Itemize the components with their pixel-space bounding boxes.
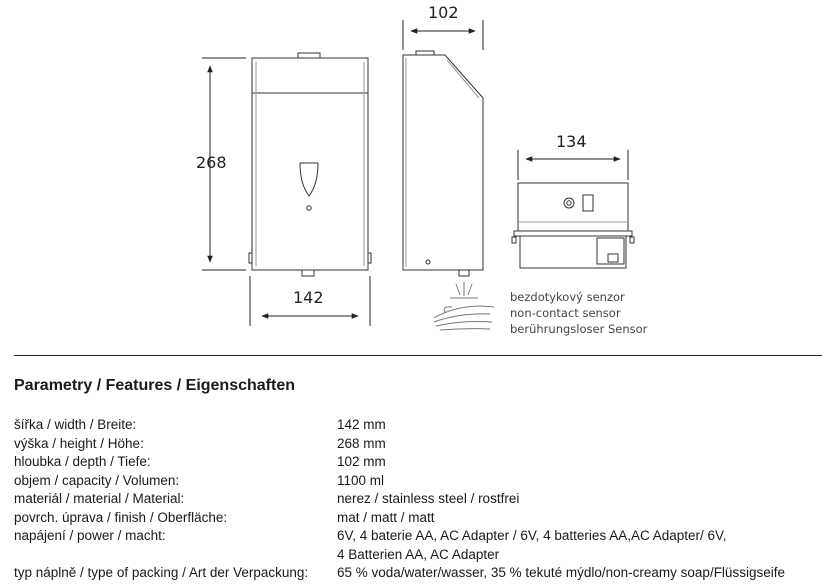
- param-value: 1100 ml: [337, 472, 385, 488]
- height-dimension: [202, 57, 246, 271]
- param-value: 268 mm: [337, 435, 386, 451]
- param-value: 65 % voda/water/wasser, 35 % tekuté mýdl…: [337, 565, 785, 580]
- depth-label: 102: [428, 3, 459, 22]
- height-label: 268: [196, 153, 227, 172]
- param-label: napájení / power / macht:: [14, 528, 166, 543]
- table-row: šířka / width / Breite: 142 mm: [14, 416, 807, 435]
- table-row: 4 Batterien AA, AC Adapter: [14, 546, 807, 565]
- table-row: typ náplně / type of packing / Art der V…: [14, 564, 807, 583]
- table-row: povrch. úprava / finish / Oberfläche: ma…: [14, 509, 807, 528]
- param-value: 102 mm: [337, 454, 386, 469]
- param-value: nerez / stainless steel / rostfrei: [337, 491, 520, 506]
- param-label: výška / height / Höhe:: [14, 435, 144, 451]
- table-row: výška / height / Höhe: 268 mm: [14, 435, 807, 454]
- base-width-label: 134: [556, 132, 587, 151]
- param-label: materiál / material / Material:: [14, 491, 185, 506]
- sensor-label-en: non-contact sensor: [510, 306, 621, 320]
- param-label: hloubka / depth / Tiefe:: [14, 454, 151, 469]
- width-dimension: [249, 276, 371, 326]
- sensor-label-de: berührungsloser Sensor: [510, 322, 648, 336]
- param-value-continued: 4 Batterien AA, AC Adapter: [337, 546, 500, 562]
- parameters-table: šířka / width / Breite: 142 mm výška / h…: [14, 416, 807, 583]
- front-view: [248, 52, 372, 277]
- param-label: povrch. úprava / finish / Oberfläche:: [14, 509, 228, 525]
- side-view: [402, 50, 484, 277]
- param-label: šířka / width / Breite:: [14, 417, 137, 432]
- parameters-heading: Parametry / Features / Eigenschaften: [14, 377, 295, 394]
- param-label: objem / capacity / Volumen:: [14, 472, 180, 488]
- table-row: objem / capacity / Volumen: 1100 ml: [14, 472, 807, 491]
- param-label: [14, 546, 337, 565]
- param-value: mat / matt / matt: [337, 509, 435, 525]
- sensor-label-cz: bezdotykový senzor: [510, 290, 625, 304]
- width-label: 142: [293, 288, 324, 307]
- param-value: 6V, 4 baterie AA, AC Adapter / 6V, 4 bat…: [337, 528, 727, 543]
- base-width-dimension: [517, 150, 629, 180]
- section-divider: [14, 355, 822, 356]
- table-row: materiál / material / Material: nerez / …: [14, 490, 807, 509]
- param-value: 142 mm: [337, 417, 386, 432]
- table-row: hloubka / depth / Tiefe: 102 mm: [14, 453, 807, 472]
- technical-drawing: 268 142 102 bezdotykový senzor non-conta…: [196, 3, 648, 336]
- param-label: typ náplně / type of packing / Art der V…: [14, 565, 309, 580]
- table-row: napájení / power / macht: 6V, 4 baterie …: [14, 527, 807, 546]
- sensor-hand-icon: [433, 282, 495, 331]
- depth-dimension: [402, 20, 484, 50]
- bottom-view: [511, 182, 635, 269]
